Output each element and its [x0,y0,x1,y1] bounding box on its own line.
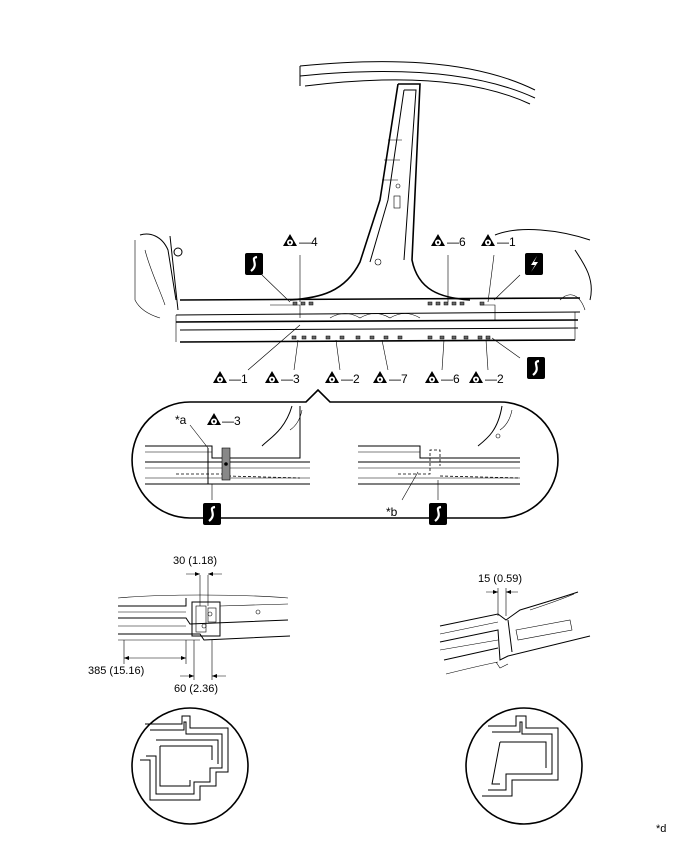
detail-bubble [131,388,559,519]
svg-text:1: 1 [509,235,516,249]
wavy-cut-icon [525,355,547,381]
svg-text:6: 6 [453,372,460,386]
svg-text:2: 2 [497,372,504,386]
wavy-cut-icon [201,501,223,527]
label-b: *b [386,505,398,519]
figure-id: *d [656,823,666,835]
dimension-15: 15 (0.59) [478,573,522,585]
svg-text:—: — [281,372,293,386]
right-cross-section [465,707,583,825]
weld-row-bottom [291,335,491,340]
callout-bottom-1: —1 [213,371,248,386]
svg-text:—: — [441,372,453,386]
detail-callout: —3 [207,413,241,428]
wavy-cut-icon [427,501,449,527]
svg-text:—: — [389,372,401,386]
zigzag-cut-icon [525,253,543,275]
svg-text:—: — [299,235,311,249]
dimension-385: 385 (15.16) [88,665,144,677]
label-a: *a [175,413,187,427]
right-dimension-view [439,588,591,675]
callout-bottom-5: —6 [425,371,460,386]
callout-bottom-4: —7 [373,371,408,386]
svg-text:—: — [341,372,353,386]
svg-text:7: 7 [401,372,408,386]
svg-text:2: 2 [353,372,360,386]
main-body-side-illustration [134,61,592,371]
wavy-cut-icon [243,251,265,277]
svg-text:—: — [229,372,241,386]
callout-top-mid: — 6 [431,234,466,249]
callout-bottom-3: —2 [325,371,360,386]
svg-text:4: 4 [311,235,318,249]
callout-top-right: — 1 [481,234,516,249]
dimension-60: 60 (2.36) [174,683,218,695]
dimension-30: 30 (1.18) [173,555,217,567]
svg-text:—: — [497,235,509,249]
svg-text:—: — [447,235,459,249]
svg-text:—: — [485,372,497,386]
left-cross-section [131,707,249,825]
callout-top-left: — 4 [283,234,318,249]
svg-text:3: 3 [234,414,241,428]
svg-text:—: — [222,414,234,428]
callout-bottom-6: —2 [469,371,504,386]
svg-text:1: 1 [241,372,248,386]
svg-text:3: 3 [293,372,300,386]
callout-bottom-2: —3 [265,371,300,386]
left-dimension-view [117,572,291,680]
weld-row-top [292,301,485,306]
svg-text:6: 6 [459,235,466,249]
